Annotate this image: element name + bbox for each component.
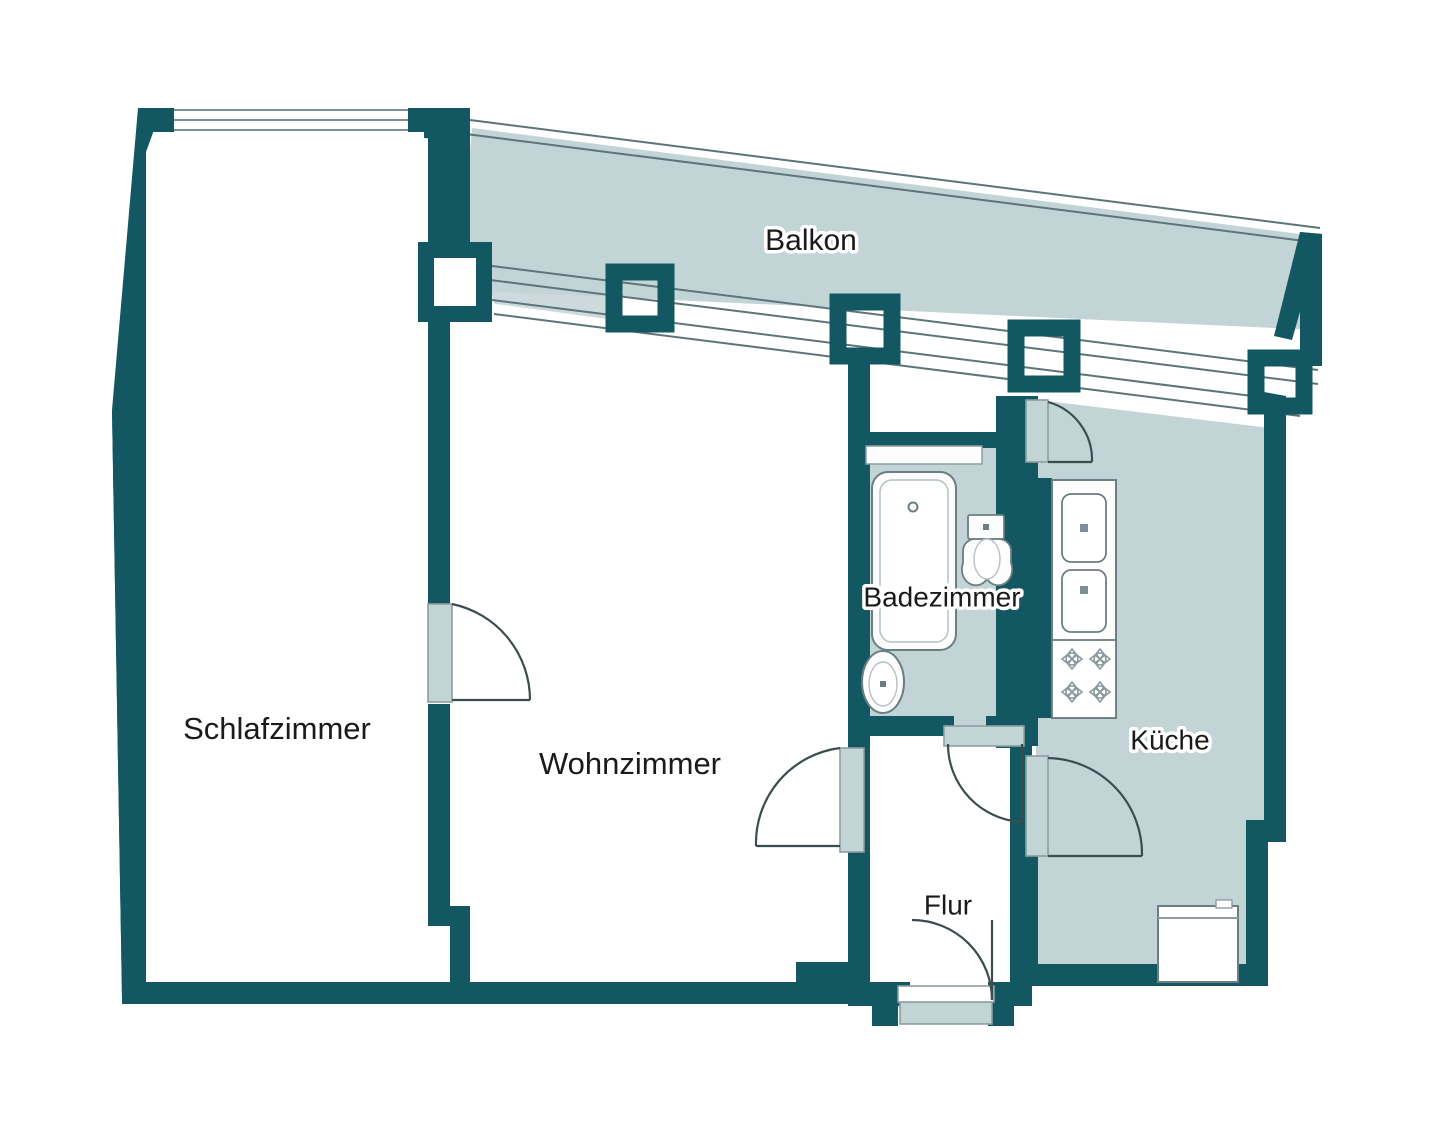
wall-balkon-right-diag: [1274, 232, 1322, 340]
burner-4-icon: [1088, 680, 1112, 704]
kitchen-sink-drain-upper-icon: [1080, 524, 1088, 532]
door-flur-bad-arc: [946, 743, 1023, 824]
balkon-rail-line-1: [469, 119, 1321, 229]
door-entrance-leaf: [899, 1001, 993, 1025]
bathtub-inner: [879, 479, 949, 643]
door-entrance-arc: [911, 918, 994, 1001]
flur-fill: [874, 742, 1022, 1000]
room-label-schlafzimmer: Schlafzimmer: [183, 711, 371, 746]
room-fills: [122, 126, 1316, 1000]
washbasin-tap-icon: [880, 681, 886, 687]
room-label-kueche: Küche: [1130, 724, 1209, 755]
wall-pier-frame-1: [418, 242, 492, 322]
wall-between-schlaf-wohn-lower: [428, 704, 450, 910]
fixture-group-kueche: [1051, 479, 1239, 983]
burner-2-icon: [1088, 647, 1112, 671]
room-label-balkon: Balkon: [765, 224, 857, 257]
room-label-badezimmer: Badezimmer: [863, 581, 1020, 612]
wall-badezimmer-bottom: [858, 716, 954, 736]
badezimmer-sill: [865, 445, 983, 465]
wall-kueche-right-jog: [1246, 820, 1286, 986]
wall-exterior-left-lower: [112, 400, 146, 998]
room-label-flur: Flur: [924, 889, 972, 920]
wohnzimmer-fill: [452, 298, 852, 998]
door-entrance-threshold: [897, 985, 995, 1003]
door-schlafzimmer[interactable]: [427, 602, 532, 703]
door-flur-kueche[interactable]: [1025, 755, 1144, 858]
balkon-pier-3: [829, 293, 901, 365]
balkon-pier-2: [605, 263, 675, 333]
door-flur-bad-leaf: [943, 725, 1025, 747]
wall-exterior-bottom: [122, 982, 462, 1004]
stove-burners: [1060, 647, 1112, 704]
door-kueche-balkon-arc: [1047, 400, 1094, 463]
schlafzimmer-fill: [122, 126, 424, 998]
burner-1-icon: [1060, 647, 1084, 671]
room-label-wohnzimmer: Wohnzimmer: [539, 746, 721, 781]
wall-kueche-left: [1016, 396, 1038, 746]
wall-between-schlaf-wohn: [428, 130, 450, 608]
door-flur-kueche-leaf: [1025, 755, 1049, 857]
stove: [1051, 639, 1117, 719]
wall-schlafzimmer-top-left: [138, 108, 174, 132]
door-flur-kueche-arc: [1047, 756, 1144, 857]
wall-flur-bottom-left-jog: [796, 962, 870, 1006]
wall-badezimmer-top: [858, 432, 1008, 448]
appliance-unit-tab: [1215, 899, 1233, 909]
window-schlafzimmer-north: [167, 109, 419, 131]
toilet-seat: [973, 538, 1001, 580]
wall-jog-bottom: [428, 906, 470, 998]
kitchen-sink-basin-lower: [1061, 569, 1107, 633]
door-kueche-balkon-leaf: [1025, 399, 1049, 463]
toilet-cistern-button-icon: [983, 524, 989, 530]
kitchen-sink-drain-lower-icon: [1080, 586, 1088, 594]
room-labels: Balkon Badezimmer Küche Schlafzimmer Woh…: [180, 220, 1214, 923]
wall-pier-void-1: [434, 258, 476, 306]
wall-kueche-right: [1264, 392, 1286, 820]
door-wohnzimmer-flur-leaf: [839, 747, 865, 853]
door-entrance[interactable]: [897, 918, 995, 1025]
wall-kueche-counter-back: [1038, 478, 1052, 718]
balkon-rail-line-2: [465, 133, 1321, 244]
door-schlafzimmer-arc: [451, 602, 532, 701]
wall-exterior-bottom-2: [440, 982, 860, 1004]
wall-entrance-pier-left: [872, 1000, 898, 1026]
door-flur-bad[interactable]: [943, 725, 1025, 824]
doors: [427, 399, 1144, 1025]
door-wohnzimmer-flur-arc: [754, 746, 841, 847]
bathtub-drain-icon: [907, 501, 919, 513]
balkon-pier-4: [1007, 319, 1081, 393]
fixture-group-badezimmer: [861, 445, 1014, 714]
door-schlafzimmer-leaf: [427, 603, 453, 703]
balkon-piers: [605, 263, 1313, 415]
burner-3-icon: [1060, 680, 1084, 704]
door-wohnzimmer-flur[interactable]: [754, 746, 865, 853]
door-kueche-balkon[interactable]: [1025, 399, 1094, 464]
